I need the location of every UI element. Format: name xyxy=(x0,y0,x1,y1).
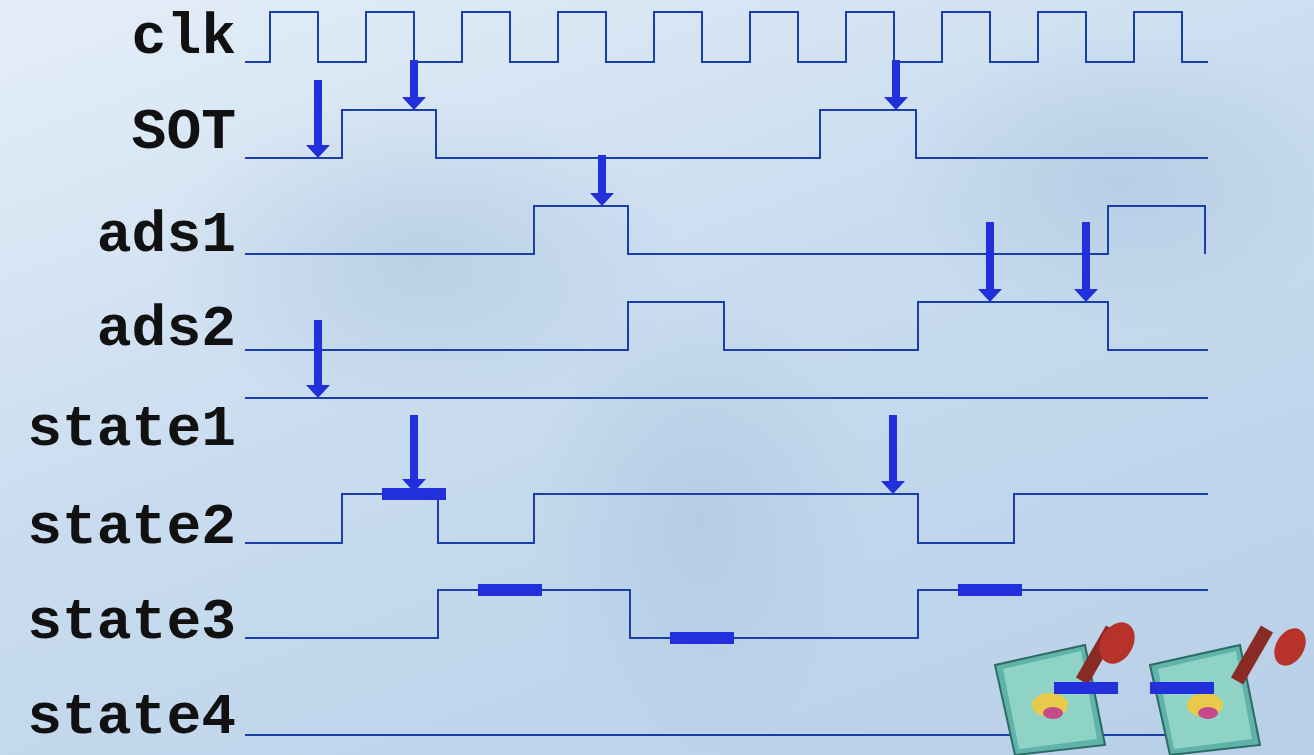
event-arrow xyxy=(881,415,905,494)
event-arrow xyxy=(402,60,426,110)
waveforms xyxy=(245,12,1208,735)
waveform xyxy=(245,302,1208,350)
waveform xyxy=(245,397,1208,399)
event-arrow xyxy=(306,320,330,398)
map-watermark xyxy=(160,30,1314,750)
signal-name: ads1 xyxy=(0,206,236,266)
hold-bar xyxy=(670,632,734,644)
event-arrow xyxy=(402,415,426,492)
event-arrow xyxy=(1074,222,1098,302)
signal-name: clk xyxy=(0,8,236,68)
event-arrow xyxy=(590,155,614,206)
signal-name: state4 xyxy=(0,688,236,748)
hold-bars xyxy=(382,488,1214,694)
signal-name: SOT xyxy=(0,103,236,163)
event-arrow xyxy=(306,80,330,158)
hold-bar xyxy=(1150,682,1214,694)
stamp-icons xyxy=(995,616,1312,755)
hold-bar xyxy=(382,488,446,500)
signal-name: state2 xyxy=(0,498,236,558)
event-arrow xyxy=(884,60,908,110)
signal-name: state3 xyxy=(0,593,236,653)
event-arrow xyxy=(978,222,1002,302)
markers xyxy=(306,60,1098,494)
waveform xyxy=(245,110,1208,158)
signal-name: state1 xyxy=(0,400,236,460)
hold-bar xyxy=(1054,682,1118,694)
waveform xyxy=(245,494,1208,543)
waveform xyxy=(245,590,1208,638)
signal-name: ads2 xyxy=(0,300,236,360)
hold-bar xyxy=(478,584,542,596)
waveform xyxy=(245,206,1205,254)
hold-bar xyxy=(958,584,1022,596)
waveform xyxy=(245,12,1208,62)
